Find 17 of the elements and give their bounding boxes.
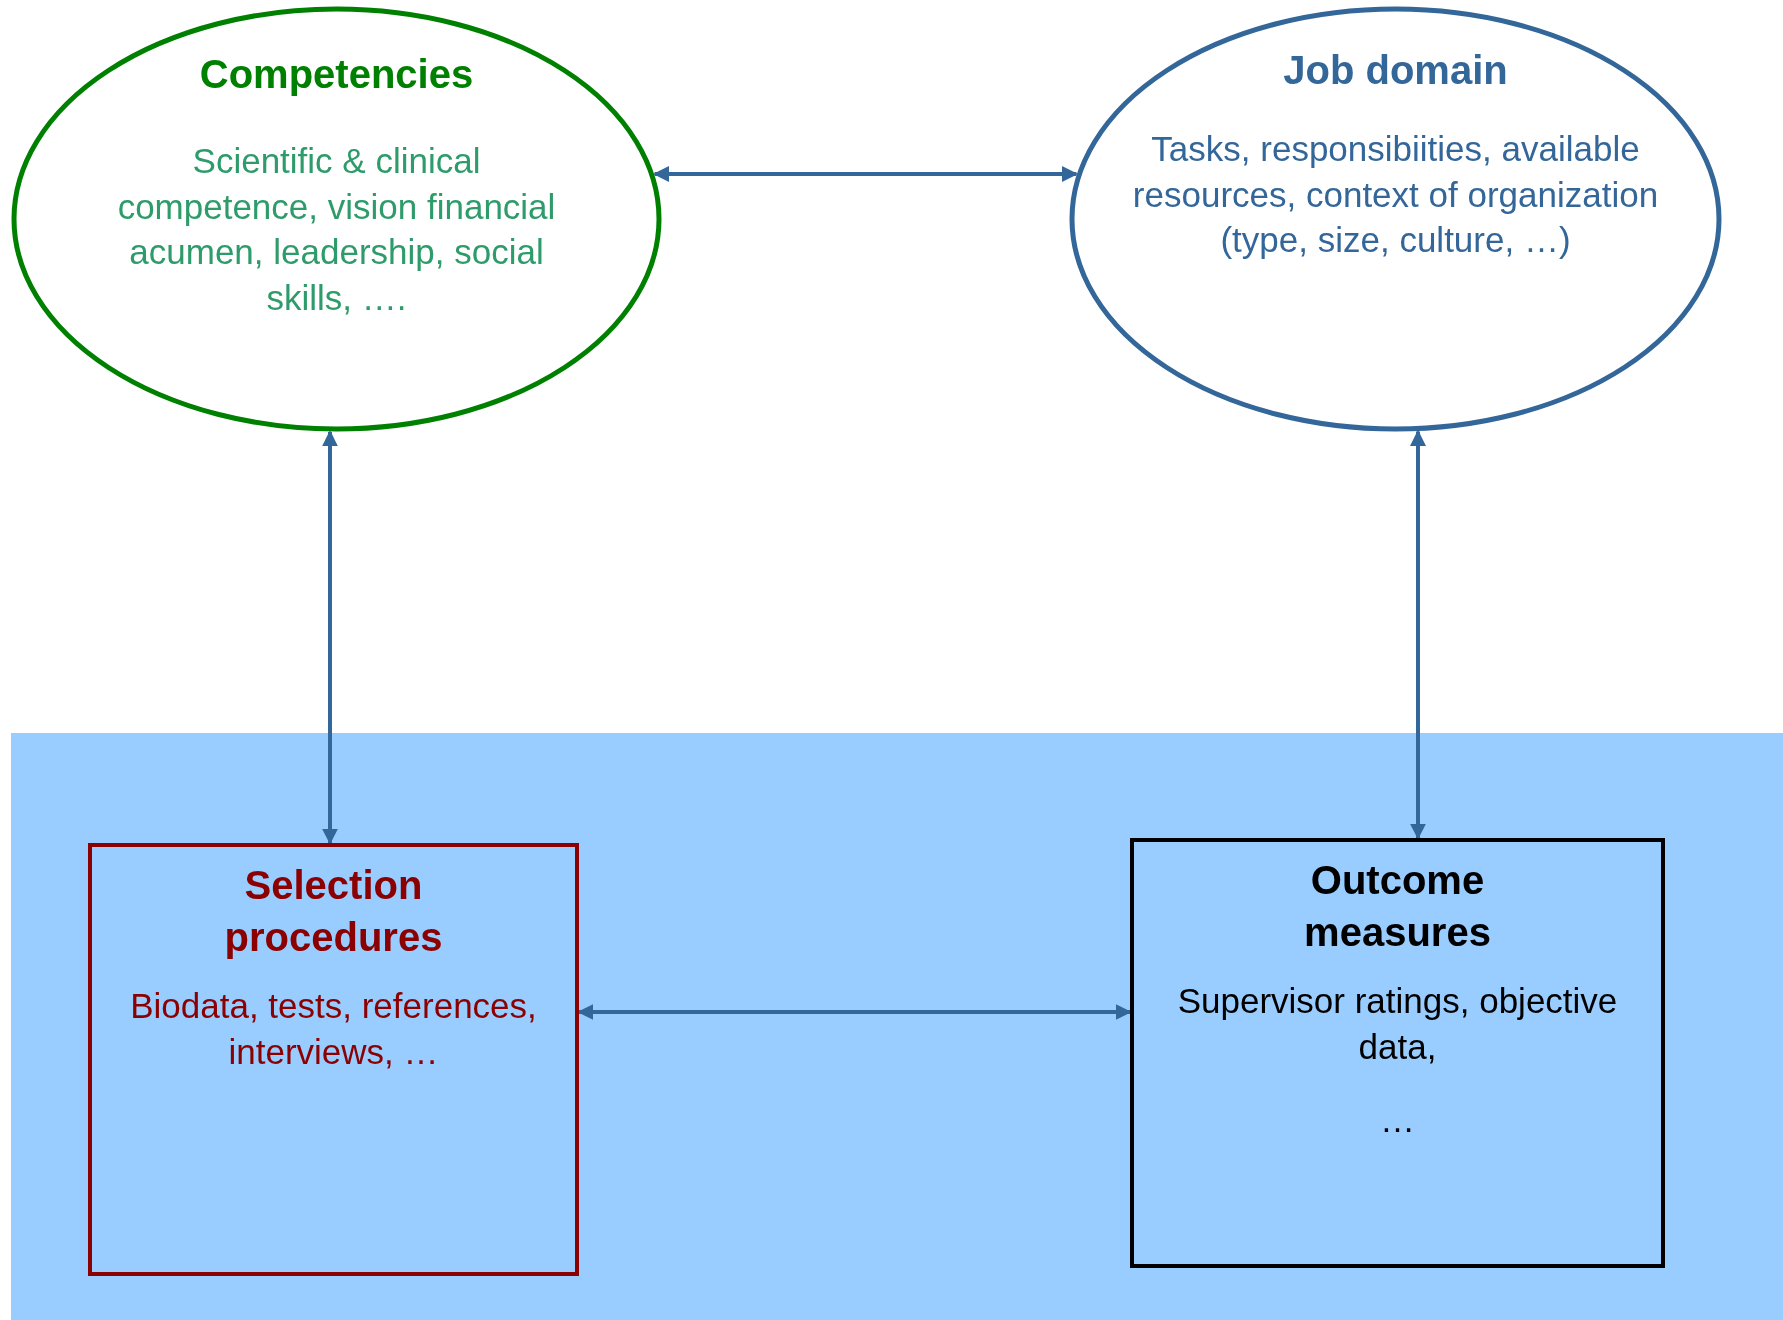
job-domain-ellipse — [1069, 6, 1722, 432]
outcome-box — [1130, 838, 1665, 1268]
double-arrow — [322, 430, 338, 845]
node-text: Biodata, tests, references, interviews, … — [129, 985, 538, 1073]
node-text: Scientific & clinical competence, vision financial acumen, leadership, social skills, …. — [116, 140, 557, 319]
double-arrow — [1410, 429, 1426, 840]
node-title: Competencies — [199, 51, 474, 98]
double-arrow — [653, 166, 1078, 182]
node-text: Supervisor ratings, objective data, — [1176, 980, 1619, 1068]
selection-box — [88, 843, 579, 1276]
node-text: … — [1379, 1099, 1416, 1141]
node-title: Outcome measures — [1303, 857, 1492, 956]
competencies-ellipse — [11, 6, 662, 432]
double-arrow — [577, 1004, 1132, 1020]
node-title: Selection procedures — [223, 862, 444, 961]
node-title: Job domain — [1283, 47, 1508, 94]
node-text: Tasks, responsibiities, available resources, context of organization (type, size, culture, …) — [1131, 128, 1660, 261]
